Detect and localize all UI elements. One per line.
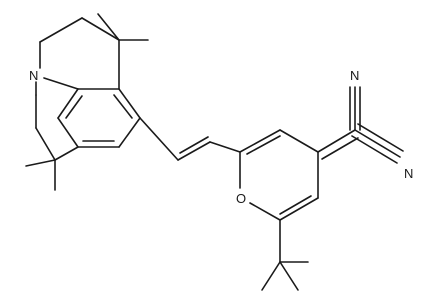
bond bbox=[249, 202, 281, 221]
bond bbox=[177, 141, 211, 161]
bond bbox=[25, 159, 56, 167]
bond bbox=[97, 13, 120, 41]
bond bbox=[57, 117, 79, 148]
tert-butyl-group bbox=[261, 219, 309, 291]
bond bbox=[35, 127, 56, 161]
bond bbox=[357, 123, 404, 152]
bond bbox=[139, 117, 179, 161]
vinyl-linker bbox=[139, 117, 241, 161]
bond bbox=[351, 135, 398, 164]
bond bbox=[179, 136, 209, 154]
bond bbox=[65, 95, 83, 119]
bond bbox=[209, 141, 241, 153]
bond bbox=[81, 17, 120, 41]
dicyanomethylene-group bbox=[317, 86, 404, 164]
bond bbox=[57, 88, 79, 119]
atom-label-oxygen-pyran: O bbox=[236, 191, 246, 206]
bond bbox=[279, 195, 312, 215]
atom-label-nitrile-bottom: N bbox=[404, 166, 413, 181]
atom-label-nitrogen-amine: N bbox=[29, 68, 38, 83]
bond bbox=[279, 261, 299, 291]
bond bbox=[239, 129, 281, 153]
bond bbox=[118, 88, 141, 119]
bond bbox=[317, 129, 356, 153]
bond bbox=[39, 17, 83, 43]
bond bbox=[43, 77, 79, 90]
bond bbox=[246, 135, 281, 155]
bond bbox=[118, 117, 141, 148]
bond bbox=[113, 94, 133, 119]
bond bbox=[279, 197, 319, 221]
bond bbox=[279, 129, 319, 153]
bond bbox=[54, 146, 79, 161]
pyran-ring bbox=[239, 129, 319, 221]
bond bbox=[354, 129, 401, 158]
bond bbox=[261, 261, 281, 291]
julolidine-moiety bbox=[25, 13, 149, 191]
atom-label-nitrile-top: N bbox=[350, 68, 359, 83]
bond bbox=[321, 137, 359, 160]
